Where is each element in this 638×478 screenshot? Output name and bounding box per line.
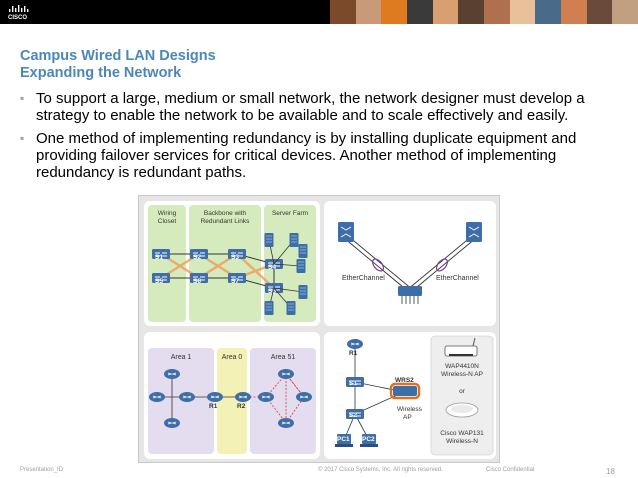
logo-text: CISCO xyxy=(8,15,27,21)
router-r1-icon xyxy=(206,391,224,403)
or-label: or xyxy=(459,388,466,395)
header-banner: CISCO xyxy=(0,0,638,24)
label-s6: S6 xyxy=(193,278,201,285)
label-s3: S3 xyxy=(231,254,239,261)
router-icon xyxy=(257,391,275,403)
label-r1-wireless: R1 xyxy=(349,350,358,357)
header-photo-tile xyxy=(381,0,408,24)
area-1-label: Area 1 xyxy=(171,354,192,361)
server-icon xyxy=(289,232,299,248)
header-photo-tile xyxy=(355,0,382,24)
router-r1-icon xyxy=(346,338,364,350)
label-s1-wireless: S1 xyxy=(349,380,357,387)
label-s8: S8 xyxy=(268,288,276,295)
bullet-item-2: One method of implementing redundancy is… xyxy=(20,130,630,181)
access-switch-icon xyxy=(398,286,422,304)
area-0-label: Area 0 xyxy=(222,354,243,361)
header-photo-tile xyxy=(535,0,562,24)
label-s1: S1 xyxy=(155,254,163,261)
multilayer-switch-icon xyxy=(465,221,483,243)
slide-title: Campus Wired LAN Designs Expanding the N… xyxy=(20,48,216,81)
header-photo-tile xyxy=(432,0,459,24)
wap131-icon xyxy=(445,402,479,418)
etherchannel-bundle-icon xyxy=(371,258,385,272)
bullet-list: To support a large, medium or small netw… xyxy=(20,90,630,187)
label-r1-area: R1 xyxy=(209,403,218,410)
header-photo-tile xyxy=(407,0,433,24)
server-icon xyxy=(264,232,274,248)
router-r2-icon xyxy=(234,391,252,403)
server-icon xyxy=(298,284,308,300)
title-line-2: Expanding the Network xyxy=(20,64,182,81)
label-pc1: PC1 xyxy=(337,436,350,443)
cisco-logo: CISCO xyxy=(8,5,29,21)
header-photo-tile xyxy=(458,0,485,24)
etherchannel-label-left: EtherChannel xyxy=(342,275,385,282)
router-icon xyxy=(277,368,295,380)
panel-ospf-areas: Area 1 Area 0 Area 51 xyxy=(144,332,320,459)
server-icon xyxy=(298,243,308,259)
label-s2-wireless: S2 xyxy=(349,412,357,419)
label-s2: S2 xyxy=(193,254,201,261)
footer-confidential: Cisco Confidential xyxy=(486,467,535,473)
router-icon xyxy=(148,391,166,403)
etherchannel-label-right: EtherChannel xyxy=(436,275,479,282)
server-icon xyxy=(264,300,274,316)
router-icon xyxy=(277,417,295,429)
server-icon xyxy=(296,258,306,274)
server-icon xyxy=(286,300,296,316)
wap4410n-icon xyxy=(444,337,478,357)
header-photo-tile xyxy=(509,0,536,24)
header-photo-tile xyxy=(561,0,587,24)
footer-presentation-id: Presentation_ID xyxy=(20,467,64,473)
wireless-router-wrs2-icon xyxy=(389,382,421,400)
header-photo-tile xyxy=(612,0,638,24)
header-photo-tile xyxy=(484,0,510,24)
etherchannel-bundle-icon xyxy=(435,258,449,272)
label-pc2: PC2 xyxy=(362,436,375,443)
router-icon xyxy=(178,391,196,403)
zone-label-server-farm: Server Farm xyxy=(272,210,308,217)
label-s5: S5 xyxy=(155,278,163,285)
title-line-1: Campus Wired LAN Designs xyxy=(20,48,216,64)
header-photo-strip xyxy=(330,0,638,24)
label-s4: S4 xyxy=(268,264,276,271)
router-icon xyxy=(163,368,181,380)
footer-copyright: © 2017 Cisco Systems, Inc. All rights re… xyxy=(318,467,443,473)
router-icon xyxy=(295,391,313,403)
label-s7: S7 xyxy=(231,278,239,285)
server-farm-servers xyxy=(264,232,308,316)
label-wrs2: WRS2 xyxy=(395,377,414,384)
router-icon xyxy=(163,417,181,429)
label-r2-area: R2 xyxy=(237,403,246,410)
panel-etherchannel: EtherChannel EtherChannel xyxy=(324,201,496,326)
multilayer-switch-icon xyxy=(337,221,355,243)
bullet-item-1: To support a large, medium or small netw… xyxy=(20,90,630,124)
header-photo-tile xyxy=(330,0,356,24)
page-number: 18 xyxy=(606,467,615,476)
header-photo-tile xyxy=(586,0,613,24)
area-51-label: Area 51 xyxy=(271,354,296,361)
